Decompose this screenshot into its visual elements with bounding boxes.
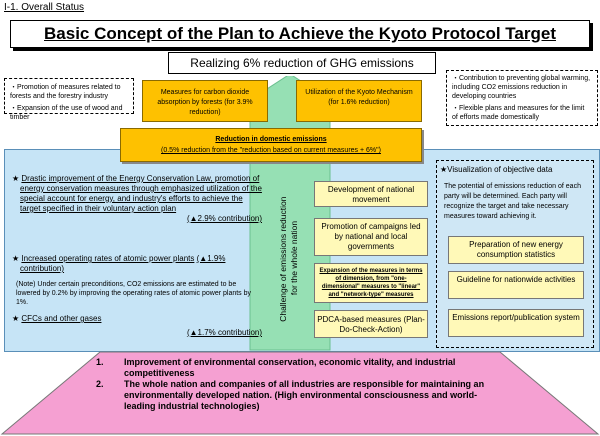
star-icon: ★ — [12, 174, 20, 183]
campaigns-box: Promotion of campaigns led by national a… — [314, 218, 428, 256]
kyoto-mechanism-notes: ・Contribution to preventing global warmi… — [446, 70, 598, 126]
foundation-text: 1. Improvement of environmental conservat… — [96, 357, 498, 412]
measure-energy-contribution: (▲2.9% contribution) — [186, 214, 262, 223]
emissions-report-box: Emissions report/publication system — [448, 309, 584, 337]
page-title: Basic Concept of the Plan to Achieve the… — [10, 20, 590, 48]
kyoto-mechanism-box: Utilization of the Kyoto Mechanism (for … — [296, 80, 422, 122]
kyoto-note-2: ・Flexible plans and measures for the lim… — [452, 105, 585, 121]
whole-nation-challenge-label: Challenge of emissions reduction for the… — [278, 194, 299, 322]
foundation-item-2-number: 2. — [96, 379, 104, 389]
measure-cfc-contribution: (▲1.7% contribution) — [186, 328, 262, 337]
vertical-label-line-2: for the whole nation — [289, 221, 299, 295]
foundation-item-1-text: Improvement of environmental conservatio… — [124, 357, 456, 378]
measure-atomic-contribution: (▲1.9% contribution) — [20, 254, 226, 273]
forest-absorption-box: Measures for carbon dioxide absorption b… — [142, 80, 268, 122]
visualization-title: ★Visualization of objective data — [440, 165, 553, 174]
measure-expansion-box: Expansion of the measures in terms of di… — [314, 263, 428, 303]
forestry-note-1: ・Promotion of measures related to forest… — [10, 84, 121, 100]
section-label: I-1. Overall Status — [4, 2, 85, 13]
forestry-notes: ・Promotion of measures related to forest… — [4, 78, 134, 121]
svg-text:Challenge of emissions reducti: Challenge of emissions reduction for the… — [278, 194, 299, 322]
measures-list: ★ Drastic improvement of the Energy Cons… — [12, 170, 262, 346]
foundation-item-1-number: 1. — [96, 357, 104, 367]
domestic-reduction-title: Reduction in domestic emissions — [215, 136, 327, 143]
national-movement-box: Development of national movement — [314, 181, 428, 207]
forestry-note-2: ・Expansion of the use of wood and timber — [10, 105, 123, 121]
kyoto-note-1: ・Contribution to preventing global warmi… — [452, 75, 591, 100]
measure-atomic-note: (Note) Under certain preconditions, CO2 … — [16, 281, 252, 306]
measure-atomic-text: Increased operating rates of atomic powe… — [21, 254, 195, 263]
measure-energy-text: Drastic improvement of the Energy Conser… — [20, 174, 262, 213]
foundation-item-1: 1. Improvement of environmental conservat… — [96, 357, 498, 379]
measure-cfc: ★ CFCs and other gases (▲1.7% contributi… — [12, 314, 262, 338]
foundation-item-2: 2. The whole nation and companies of all … — [96, 379, 498, 412]
foundation-item-2-text: The whole nation and companies of all in… — [124, 379, 485, 411]
measure-atomic: ★ Increased operating rates of atomic po… — [12, 254, 262, 307]
vertical-label-line-1: Challenge of emissions reduction — [278, 196, 288, 321]
domestic-reduction-subtitle: (0.5% reduction from the "reduction base… — [161, 147, 381, 154]
guideline-box: Guideline for nationwide activities — [448, 271, 584, 299]
foundation-trapezoid — [0, 351, 600, 435]
measure-energy: ★ Drastic improvement of the Energy Cons… — [12, 174, 262, 224]
star-icon: ★ — [12, 254, 20, 263]
goal-box: Realizing 6% reduction of GHG emissions — [168, 52, 436, 74]
star-icon: ★ — [12, 314, 20, 323]
energy-statistics-box: Preparation of new energy consumption st… — [448, 236, 584, 264]
pdca-box: PDCA-based measures (Plan-Do-Check-Actio… — [314, 310, 428, 338]
visualization-description: The potential of emissions reduction of … — [444, 183, 581, 220]
measure-cfc-text: CFCs and other gases — [21, 314, 102, 323]
domestic-reduction-box: Reduction in domestic emissions (0.5% re… — [120, 128, 422, 162]
